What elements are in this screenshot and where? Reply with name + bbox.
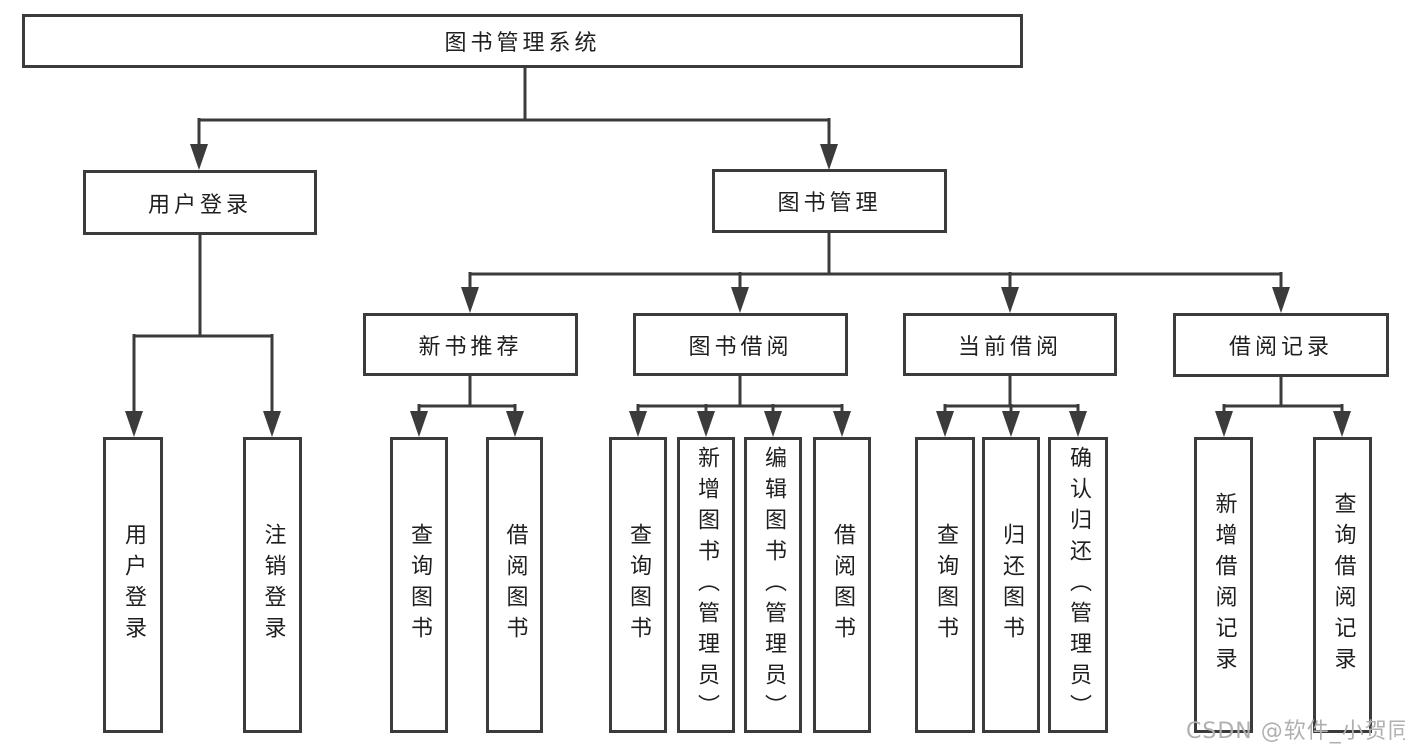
leaf-borrow-books-label: 借阅图书 [830,523,855,647]
leaf-borrow-books-recommend-label: 借阅图书 [502,523,528,647]
leaf-search-books-recommend: 查询图书 [390,437,448,733]
leaf-confirm-return-admin-label: 确认归还（管理员） [1066,445,1091,725]
leaf-search-books-current-label: 查询图书 [933,523,958,647]
leaf-confirm-return-admin: 确认归还（管理员） [1048,437,1108,733]
node-new-book-recommendation: 新书推荐 [363,313,578,376]
leaf-add-borrow-record: 新增借阅记录 [1194,437,1253,733]
leaf-add-books-admin: 新增图书（管理员） [677,437,735,733]
node-borrowing-records: 借阅记录 [1173,313,1389,377]
node-book-borrowing: 图书借阅 [633,313,848,376]
leaf-borrow-books: 借阅图书 [813,437,871,733]
node-library-system: 图书管理系统 [22,14,1023,68]
leaf-return-books-label: 归还图书 [999,523,1024,647]
leaf-user-login: 用户登录 [103,437,163,733]
leaf-edit-books-admin: 编辑图书（管理员） [744,437,802,733]
node-user-login: 用户登录 [83,170,317,235]
node-current-borrowing: 当前借阅 [903,313,1117,376]
leaf-logout: 注销登录 [243,437,302,733]
node-book-management: 图书管理 [712,169,947,233]
leaf-user-login-label: 用户登录 [121,523,146,647]
leaf-search-books-borrowing: 查询图书 [609,437,667,733]
leaf-search-books-recommend-label: 查询图书 [407,523,432,647]
csdn-watermark: CSDN @软件_小贺同学 [1186,719,1405,744]
leaf-return-books: 归还图书 [982,437,1040,733]
leaf-search-books-borrowing-label: 查询图书 [626,523,651,647]
leaf-borrow-books-recommend: 借阅图书 [486,437,543,733]
leaf-edit-books-admin-label: 编辑图书（管理员） [761,445,786,725]
leaf-add-books-admin-label: 新增图书（管理员） [694,445,719,725]
leaf-logout-label: 注销登录 [260,523,286,647]
leaf-search-borrow-record: 查询借阅记录 [1313,437,1372,733]
leaf-search-borrow-record-label: 查询借阅记录 [1330,492,1356,678]
leaf-add-borrow-record-label: 新增借阅记录 [1211,492,1237,678]
arrowheads [125,144,1351,437]
leaf-search-books-current: 查询图书 [915,437,975,733]
